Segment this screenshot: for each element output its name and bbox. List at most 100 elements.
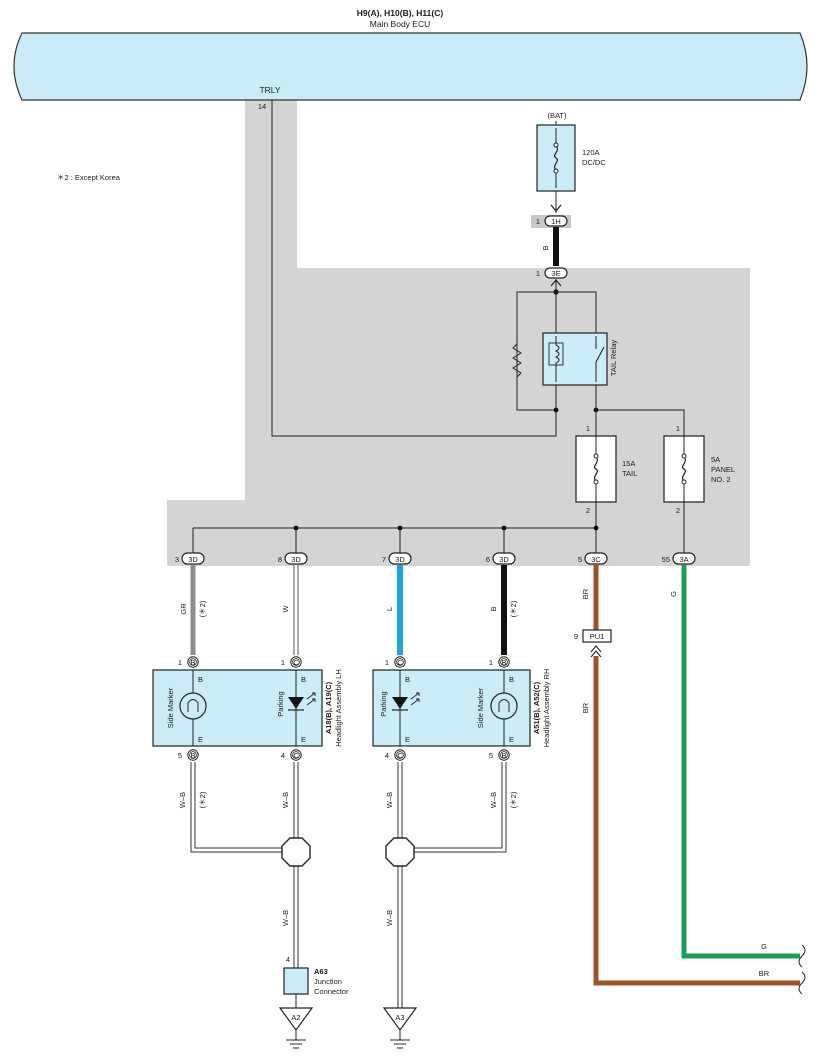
wire-br-run <box>593 656 800 986</box>
ecu-pin-name: TRLY <box>259 85 280 95</box>
wire-wb-star: (＊2) <box>509 791 518 808</box>
pin-code: B <box>501 751 506 760</box>
inner-pin-label: B <box>405 675 410 684</box>
wire-continuation-icon <box>798 944 806 968</box>
pin-number: 1 <box>489 658 493 667</box>
wire-wb-label: W–B <box>178 792 187 808</box>
connector-1h <box>544 215 568 227</box>
headlight-rh-title: Headlight Assembly RH <box>542 669 551 748</box>
wire-wb-star: (＊2) <box>198 791 207 808</box>
connector-row: 3D 3 3D 8 3D 7 3D 6 3C 5 3A 55 <box>175 552 696 565</box>
pin-number: 1 <box>385 658 389 667</box>
wire-w-label: W <box>281 605 290 613</box>
connector-pin: 7 <box>382 555 386 564</box>
wire-wb-label: W–B <box>281 910 290 926</box>
ground-wires-rh <box>397 762 507 1008</box>
pin-code: B <box>190 658 195 667</box>
fuse-tail-name: TAIL <box>622 469 637 478</box>
pin-number: 1 <box>281 658 285 667</box>
inner-pin-label: B <box>301 675 306 684</box>
wire-g-top-label: G <box>669 591 678 597</box>
connector-pin: 5 <box>578 555 582 564</box>
pin-code: C <box>397 751 403 760</box>
inner-pin-label: E <box>301 735 306 744</box>
junction-label-1: Junction <box>314 977 342 986</box>
parking-label: Parking <box>276 691 285 716</box>
inner-pin-label: E <box>198 735 203 744</box>
connector-1h-pin: 1 <box>536 217 540 226</box>
connector-3e-pin: 1 <box>536 269 540 278</box>
pin-code: B <box>501 658 506 667</box>
fuse-tail-rating: 15A <box>622 459 635 468</box>
pin-code: C <box>293 658 299 667</box>
ground-label: A3 <box>395 1013 404 1022</box>
wire-g-end-label: G <box>761 942 767 951</box>
inner-pin-label: E <box>405 735 410 744</box>
connector-code: 3D <box>291 555 301 564</box>
splice-point-lh <box>281 837 311 867</box>
tail-relay-label: TAIL Relay <box>609 340 618 377</box>
parking-led-icon <box>288 697 304 709</box>
fuse-panel-pin-in: 1 <box>676 424 680 433</box>
connector-1h-code: 1H <box>551 217 561 226</box>
wire-wb-label: W–B <box>489 792 498 808</box>
resistor-icon <box>512 343 522 378</box>
pin-number: 4 <box>385 751 389 760</box>
wire-br-mid-label: BR <box>581 702 590 713</box>
pin-code: B <box>190 751 195 760</box>
pin-code: C <box>397 658 403 667</box>
wire-br-top-label: BR <box>581 588 590 599</box>
wire-wb-label: W–B <box>385 910 394 926</box>
relay-coil-icon <box>554 336 560 382</box>
ecu-title: H9(A), H10(B), H11(C) <box>357 8 444 18</box>
trly-signal-wire <box>271 100 557 437</box>
connector-3a <box>672 552 696 565</box>
pin-number: 4 <box>281 751 285 760</box>
ecu-pin-number: 14 <box>258 102 266 111</box>
wire-b-main-label: B <box>541 245 550 250</box>
headlight-lh-title: Headlight Assembly LH <box>334 669 343 747</box>
wire-br-end-label: BR <box>759 969 770 978</box>
connector-code: 3D <box>188 555 198 564</box>
fuse-120a-rating: 120A <box>582 148 600 157</box>
relay-block-zone <box>167 100 750 566</box>
wire-gr-label: GR <box>179 603 188 615</box>
ground-a2: A2 <box>278 1007 314 1049</box>
junction-code: A63 <box>314 967 328 976</box>
splice-point-rh <box>385 837 415 867</box>
headlight-assembly-rh: C 1 B 1 C 4 B 5 B E Parking B E Side Mar… <box>372 656 551 761</box>
main-body-ecu <box>13 32 808 101</box>
relay-switch-icon <box>595 346 605 363</box>
bat-label: (BAT) <box>547 111 567 120</box>
connector-3d <box>181 552 205 565</box>
wire-g <box>681 565 800 959</box>
note-except-korea: ＊2 : Except Korea <box>57 173 121 182</box>
side-marker-label: Side Marker <box>166 687 175 728</box>
connector-3e-code: 3E <box>551 269 560 278</box>
side-marker-label: Side Marker <box>476 687 485 728</box>
ground-wires-lh <box>190 762 299 968</box>
connector-3d <box>492 552 516 565</box>
connector-code: 3D <box>499 555 509 564</box>
fuse-panel-name-1: PANEL <box>711 465 735 474</box>
inner-pin-label: B <box>509 675 514 684</box>
inner-pin-label: E <box>509 735 514 744</box>
junction-pin: 4 <box>286 955 290 964</box>
connector-pin: 8 <box>278 555 282 564</box>
connector-3c <box>584 552 608 565</box>
side-marker-bulb-icon <box>490 692 518 720</box>
wire-b-rh-star: (＊2) <box>509 600 518 617</box>
parking-label: Parking <box>379 691 388 716</box>
wire-l-label: L <box>385 607 394 611</box>
connector-pu1 <box>582 629 612 643</box>
connector-pin: 55 <box>662 555 670 564</box>
connector-pin: 6 <box>486 555 490 564</box>
junction-label-2: Connector <box>314 987 349 996</box>
fuse-panel-rating: 5A <box>711 455 720 464</box>
headlight-assembly-lh: B 1 C 1 B 5 C 4 B E Side Marker B E Park… <box>152 656 343 761</box>
pin-code: C <box>293 751 299 760</box>
wire-gr-star: (＊2) <box>198 600 207 617</box>
headlight-lh-code: A18(B), A19(C) <box>324 681 333 734</box>
junction-connector-a63 <box>283 967 309 995</box>
